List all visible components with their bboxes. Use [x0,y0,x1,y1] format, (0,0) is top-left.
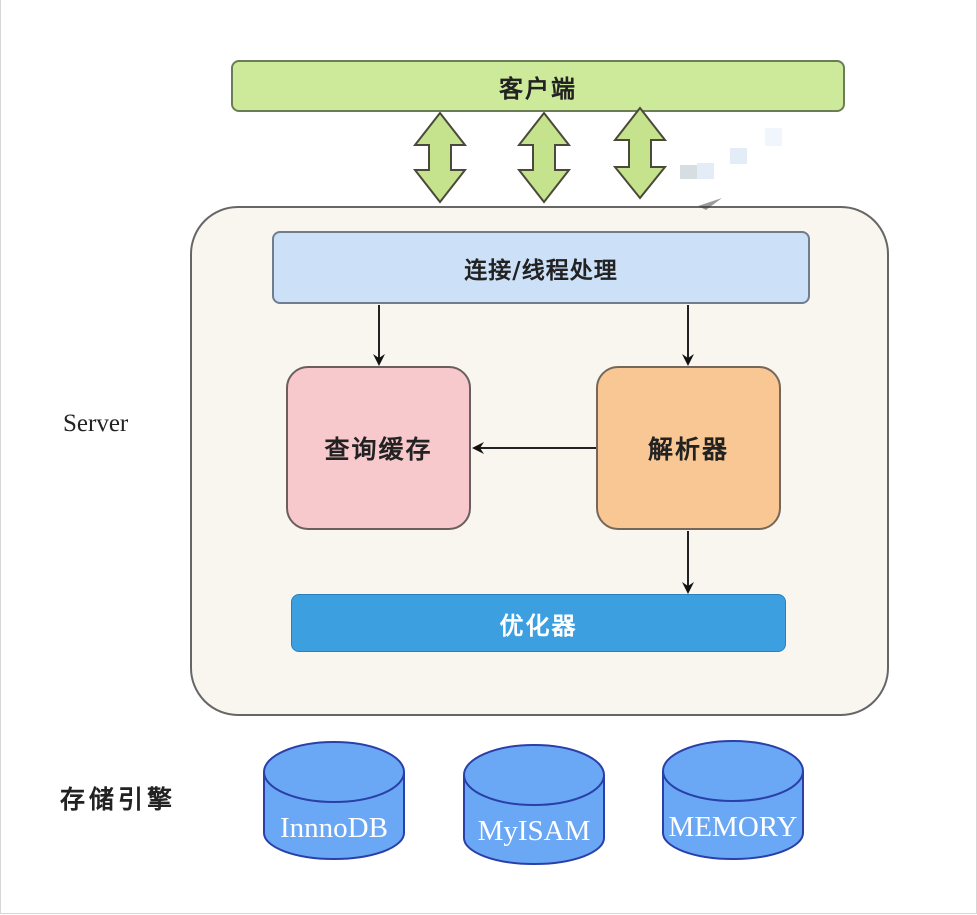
storage-engine-side-label: 存储引擎 [60,785,177,814]
client-node: 客户端 [231,60,845,112]
connection-thread-label: 连接/线程处理 [464,256,618,284]
query-cache-node: 查询缓存 [286,366,471,530]
parser-node: 解析器 [596,366,781,530]
connection-thread-node: 连接/线程处理 [272,231,810,304]
bidirectional-arrow-2 [516,111,572,204]
engine-cylinder-memory [662,740,804,860]
query-cache-label: 查询缓存 [324,435,433,464]
engine-cylinder-myisam [463,744,605,865]
bidirectional-arrow-3 [612,106,668,200]
engine-label-myisam: MyISAM [477,815,591,847]
server-side-label: Server [63,410,129,437]
engine-label-memory: MEMORY [668,811,798,843]
engine-label-innodb: InnnoDB [280,812,388,844]
client-label: 客户端 [499,73,577,103]
optimizer-node: 优化器 [291,594,786,652]
engine-cylinder-innodb [263,741,405,860]
image-artifact [680,128,782,210]
optimizer-label: 优化器 [499,610,578,640]
bidirectional-arrow-1 [412,111,468,204]
parser-label: 解析器 [647,435,729,464]
